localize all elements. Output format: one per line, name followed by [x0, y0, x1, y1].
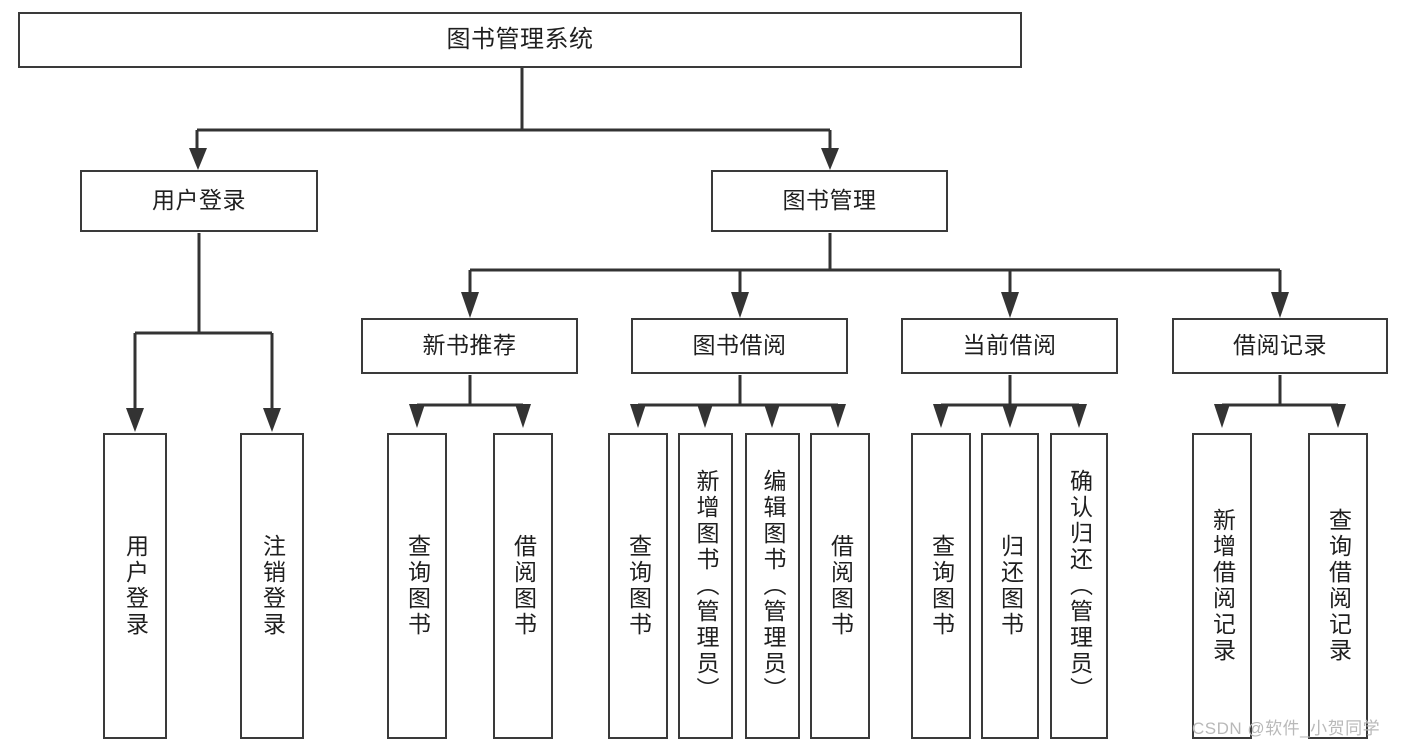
arrowhead-book-borrow-child-1 — [630, 404, 646, 428]
arrowhead-book-borrow-child-3 — [764, 404, 780, 428]
node-user-login-label: 用户登录 — [152, 187, 246, 214]
arrowhead-book-borrow-child-2 — [697, 404, 713, 428]
node-current-borrow-label: 当前借阅 — [962, 332, 1057, 359]
leaf-borrow-records-query-label: 查询借阅记录 — [1325, 508, 1352, 664]
leaf-new-book-borrow[interactable]: 借阅图书 — [493, 433, 553, 739]
node-new-book-recommend[interactable]: 新书推荐 — [361, 318, 578, 374]
leaf-book-borrow-query[interactable]: 查询图书 — [608, 433, 668, 739]
leaf-book-borrow-edit[interactable]: 编辑图书（管理员） — [745, 433, 800, 739]
arrowhead-user-login — [189, 148, 207, 170]
leaf-current-borrow-confirm[interactable]: 确认归还（管理员） — [1050, 433, 1108, 739]
node-new-book-recommend-label: 新书推荐 — [422, 332, 517, 359]
leaf-new-book-query-label: 查询图书 — [404, 534, 431, 638]
arrowhead-new-book-child-1 — [409, 404, 425, 428]
leaf-book-borrow-borrow[interactable]: 借阅图书 — [810, 433, 870, 739]
arrowhead-current-borrow-child-2 — [1002, 404, 1018, 428]
leaf-user-login-logout-label: 注销登录 — [259, 534, 286, 638]
connector-arrowheads — [126, 148, 1346, 432]
leaf-current-borrow-return-label: 归还图书 — [997, 534, 1024, 638]
arrowhead-book-borrow-child-4 — [830, 404, 846, 428]
node-current-borrow[interactable]: 当前借阅 — [901, 318, 1118, 374]
leaf-book-borrow-borrow-label: 借阅图书 — [827, 534, 854, 638]
arrowhead-book-manage — [821, 148, 839, 170]
leaf-book-borrow-query-label: 查询图书 — [625, 534, 652, 638]
leaf-new-book-borrow-label: 借阅图书 — [510, 534, 537, 638]
arrowhead-current-borrow-child-1 — [933, 404, 949, 428]
arrowhead-borrow-records-child-2 — [1330, 404, 1346, 428]
arrowhead-user-login-child-2 — [263, 408, 281, 432]
node-root[interactable]: 图书管理系统 — [18, 12, 1022, 68]
leaf-book-borrow-edit-label: 编辑图书（管理员） — [760, 469, 786, 703]
node-book-borrow[interactable]: 图书借阅 — [631, 318, 848, 374]
leaf-current-borrow-query-label: 查询图书 — [928, 534, 955, 638]
leaf-borrow-records-query[interactable]: 查询借阅记录 — [1308, 433, 1368, 739]
leaf-current-borrow-return[interactable]: 归还图书 — [981, 433, 1039, 739]
node-borrow-records[interactable]: 借阅记录 — [1172, 318, 1388, 374]
leaf-book-borrow-add-label: 新增图书（管理员） — [693, 469, 719, 703]
arrowhead-book-borrow — [731, 292, 749, 318]
leaf-new-book-query[interactable]: 查询图书 — [387, 433, 447, 739]
leaf-user-login-logout[interactable]: 注销登录 — [240, 433, 304, 739]
arrowhead-user-login-child-1 — [126, 408, 144, 432]
arrowhead-new-book — [461, 292, 479, 318]
arrowhead-new-book-child-2 — [515, 404, 531, 428]
arrowhead-current-borrow — [1001, 292, 1019, 318]
leaf-book-borrow-add[interactable]: 新增图书（管理员） — [678, 433, 733, 739]
node-book-manage[interactable]: 图书管理 — [711, 170, 948, 232]
arrowhead-current-borrow-child-3 — [1071, 404, 1087, 428]
node-borrow-records-label: 借阅记录 — [1233, 332, 1327, 359]
node-root-label: 图书管理系统 — [446, 25, 594, 53]
leaf-current-borrow-query[interactable]: 查询图书 — [911, 433, 971, 739]
node-book-borrow-label: 图书借阅 — [692, 332, 787, 359]
arrowhead-borrow-records-child-1 — [1214, 404, 1230, 428]
node-book-manage-label: 图书管理 — [782, 187, 877, 214]
arrowhead-borrow-records — [1271, 292, 1289, 318]
leaf-user-login-login[interactable]: 用户登录 — [103, 433, 167, 739]
leaf-borrow-records-add-label: 新增借阅记录 — [1209, 508, 1236, 664]
leaf-user-login-login-label: 用户登录 — [122, 534, 149, 638]
leaf-current-borrow-confirm-label: 确认归还（管理员） — [1066, 469, 1093, 703]
node-user-login[interactable]: 用户登录 — [80, 170, 318, 232]
leaf-borrow-records-add[interactable]: 新增借阅记录 — [1192, 433, 1252, 739]
